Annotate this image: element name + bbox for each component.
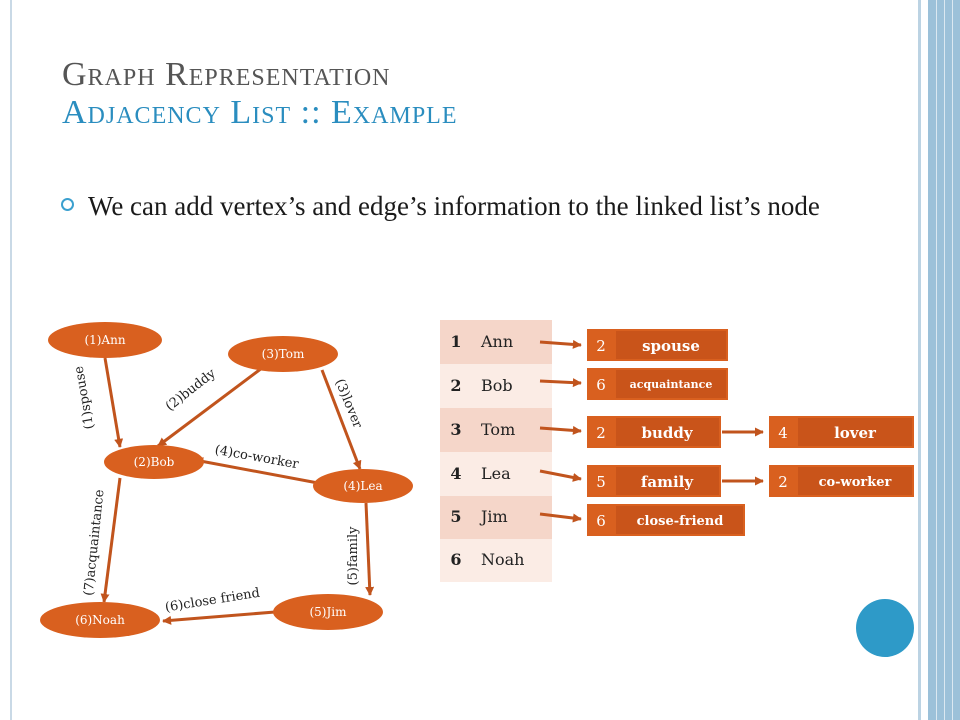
- table-name: Bob: [481, 376, 513, 395]
- edge-label-close-friend: (6)close friend: [164, 586, 261, 616]
- list-node-vertex: 2: [596, 424, 606, 442]
- table-name-cell: [471, 320, 552, 364]
- edge-close-friend: [162, 610, 276, 625]
- strip-line: [952, 0, 953, 720]
- table-index-cell: [440, 539, 471, 582]
- table-name: Jim: [479, 507, 508, 526]
- graph-node: (4)Lea: [313, 469, 413, 503]
- list-node-edge: co-worker: [819, 475, 892, 490]
- list-node: 2 co-worker: [769, 465, 914, 497]
- pointer-arrow: [539, 339, 582, 349]
- pointer-arrow: [539, 425, 582, 435]
- vertex-table: 1 Ann 2 Bob 3 Tom 4 Lea 5 Jim 6 Noah: [440, 320, 552, 582]
- list-node-vertex: 6: [596, 512, 606, 530]
- edge-buddy: [157, 366, 263, 448]
- table-index: 2: [450, 376, 461, 395]
- node-label: (6)Noah: [75, 613, 125, 627]
- edge-label-co-worker: (4)co-worker: [214, 443, 301, 473]
- list-node-edge: spouse: [642, 337, 700, 355]
- node-label: (1)Ann: [84, 333, 125, 347]
- table-index: 6: [450, 550, 461, 569]
- list-node-vertex: 6: [596, 376, 606, 394]
- graph-node: (3)Tom: [228, 336, 338, 372]
- table-index-cell: [440, 452, 471, 496]
- pointer-arrow: [539, 469, 582, 482]
- list-node-edge: close-friend: [637, 514, 724, 529]
- list-node-edge: acquaintance: [630, 378, 713, 391]
- list-node-vertex: 5: [596, 473, 606, 491]
- strip-line: [936, 0, 937, 720]
- node-label: (2)Bob: [134, 455, 175, 469]
- edge-co-worker: [194, 457, 319, 485]
- slide-title: Graph Representation Adjacency List :: E…: [62, 56, 458, 132]
- list-node-vertex: 2: [596, 337, 606, 355]
- list-node-vertex: 2: [778, 473, 788, 491]
- table-index-cell: [440, 364, 471, 408]
- table-index-cell: [440, 320, 471, 364]
- list-node-edge: lover: [834, 424, 877, 442]
- graph-node: (2)Bob: [104, 445, 204, 479]
- list-node: 6 acquaintance: [587, 368, 728, 400]
- list-node: 4 lover: [769, 416, 914, 448]
- frame-right-border: [918, 0, 921, 720]
- pointer-arrow: [539, 512, 582, 523]
- node-label: (3)Tom: [262, 347, 305, 361]
- table-name-cell: [471, 408, 552, 452]
- table-name-cell: [471, 496, 552, 539]
- table-index: 5: [450, 507, 461, 526]
- graph-node: (5)Jim: [273, 594, 383, 630]
- table-name-cell: [471, 364, 552, 408]
- list-node: 2 buddy: [587, 416, 721, 448]
- pointer-arrow: [539, 378, 582, 388]
- table-name: Noah: [481, 550, 524, 569]
- node-label: (4)Lea: [343, 479, 382, 493]
- table-name-cell: [471, 539, 552, 582]
- table-name-cell: [471, 452, 552, 496]
- table-name: Ann: [480, 332, 513, 351]
- bullet-text: We can add vertex’s and edge’s informati…: [88, 191, 820, 221]
- list-node: 5 family: [587, 465, 721, 497]
- table-index-cell: [440, 496, 471, 539]
- table-index: 3: [450, 420, 461, 439]
- table-index: 1: [450, 332, 461, 351]
- edge-family: [364, 502, 375, 596]
- strip-line: [944, 0, 945, 720]
- table-name: Tom: [481, 420, 515, 439]
- list-node-edge: buddy: [641, 424, 693, 442]
- graph-node: (1)Ann: [48, 322, 162, 358]
- node-label: (5)Jim: [309, 605, 347, 619]
- graph-node: (6)Noah: [40, 602, 160, 638]
- edge-label-family: (5)family: [346, 526, 361, 586]
- edge-acquaintance: [100, 477, 122, 603]
- list-node: 6 close-friend: [587, 504, 745, 536]
- table-index-cell: [440, 408, 471, 452]
- list-node-edge: family: [641, 473, 694, 491]
- edge-lover: [320, 369, 362, 470]
- title-line-2: Adjacency List :: Example: [62, 94, 458, 131]
- edge-spouse: [103, 357, 124, 448]
- frame-left-border: [10, 0, 12, 720]
- title-line-1: Graph Representation: [62, 56, 391, 93]
- bullet-circle-icon: [61, 198, 74, 211]
- table-name: Lea: [481, 464, 511, 483]
- decorative-circle: [856, 599, 914, 657]
- list-node-vertex: 4: [778, 424, 788, 442]
- table-index: 4: [450, 464, 461, 483]
- edge-label-acquaintance: (7)acquaintance: [81, 488, 107, 596]
- list-node: 2 spouse: [587, 329, 728, 361]
- edge-label-spouse: (1)spouse: [72, 365, 98, 431]
